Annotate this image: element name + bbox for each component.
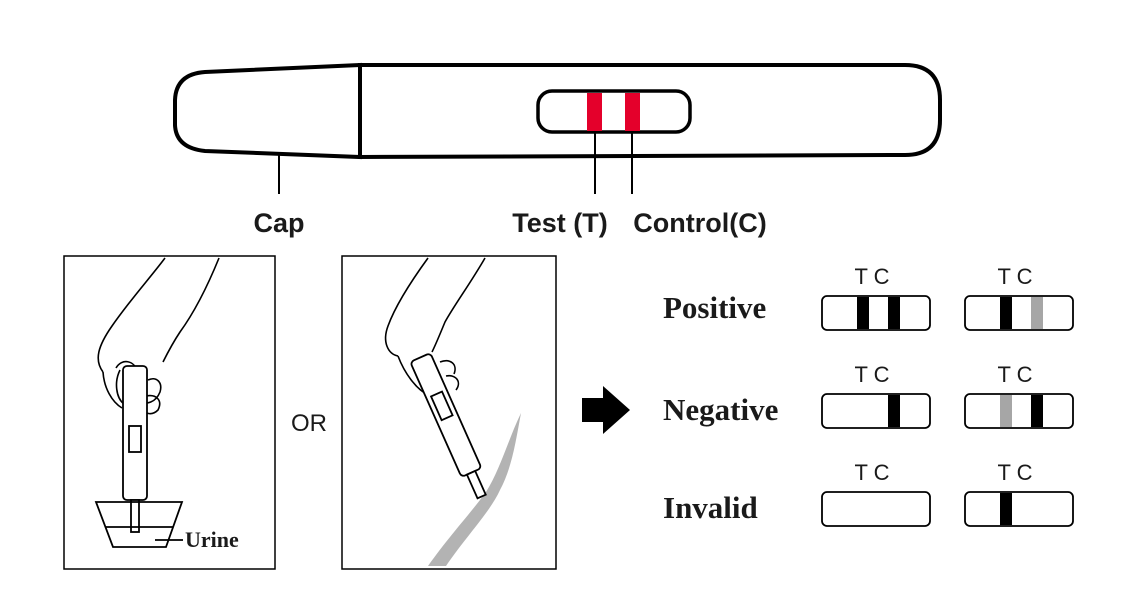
strip-test-line	[1000, 297, 1012, 329]
hand-illustration	[97, 257, 220, 415]
result-strip	[964, 491, 1074, 527]
strip-control-line	[888, 297, 900, 329]
test-device	[173, 62, 942, 160]
result-label-negative: Negative	[663, 392, 778, 427]
cap-label: Cap	[253, 208, 304, 238]
right-arrow-icon	[582, 386, 630, 434]
test-label: Test (T)	[512, 208, 608, 238]
strip-test-line	[857, 297, 869, 329]
dip-method-panel: Urine	[63, 255, 276, 570]
results-table: Positive T C T C Negative T C T C Invalid T C T …	[663, 264, 1074, 527]
strip-control-line	[1031, 395, 1043, 427]
result-strip	[964, 295, 1074, 331]
tc-tick-label: T C	[854, 460, 889, 485]
strip-test-line	[1000, 493, 1012, 525]
strip-control-line	[888, 395, 900, 427]
result-label-positive: Positive	[663, 290, 766, 325]
urine-label: Urine	[185, 527, 239, 552]
result-strip	[821, 393, 931, 429]
midstream-method-panel	[341, 255, 557, 570]
tc-tick-label: T C	[997, 362, 1032, 387]
device-cap	[173, 62, 362, 160]
result-window	[536, 89, 692, 134]
or-label: OR	[291, 410, 327, 437]
dip-panel-frame	[63, 255, 276, 570]
device-body	[358, 63, 942, 160]
test-stick-vertical	[122, 365, 148, 533]
result-strip	[964, 393, 1074, 429]
tc-tick-label: T C	[997, 264, 1032, 289]
result-label-invalid: Invalid	[663, 490, 758, 525]
device-test-line	[587, 93, 602, 131]
leader-lines	[278, 132, 633, 194]
tc-tick-label: T C	[854, 264, 889, 289]
strip-control-line	[1031, 297, 1043, 329]
test-stick-tilted	[410, 353, 487, 500]
tc-tick-label: T C	[854, 362, 889, 387]
midstream-panel-frame	[341, 255, 557, 570]
device-control-line	[625, 93, 640, 131]
result-strip	[821, 491, 931, 527]
urine-cup	[94, 501, 184, 548]
strip-test-line	[1000, 395, 1012, 427]
result-strip	[821, 295, 931, 331]
control-label: Control(C)	[633, 208, 766, 238]
tc-tick-label: T C	[997, 460, 1032, 485]
